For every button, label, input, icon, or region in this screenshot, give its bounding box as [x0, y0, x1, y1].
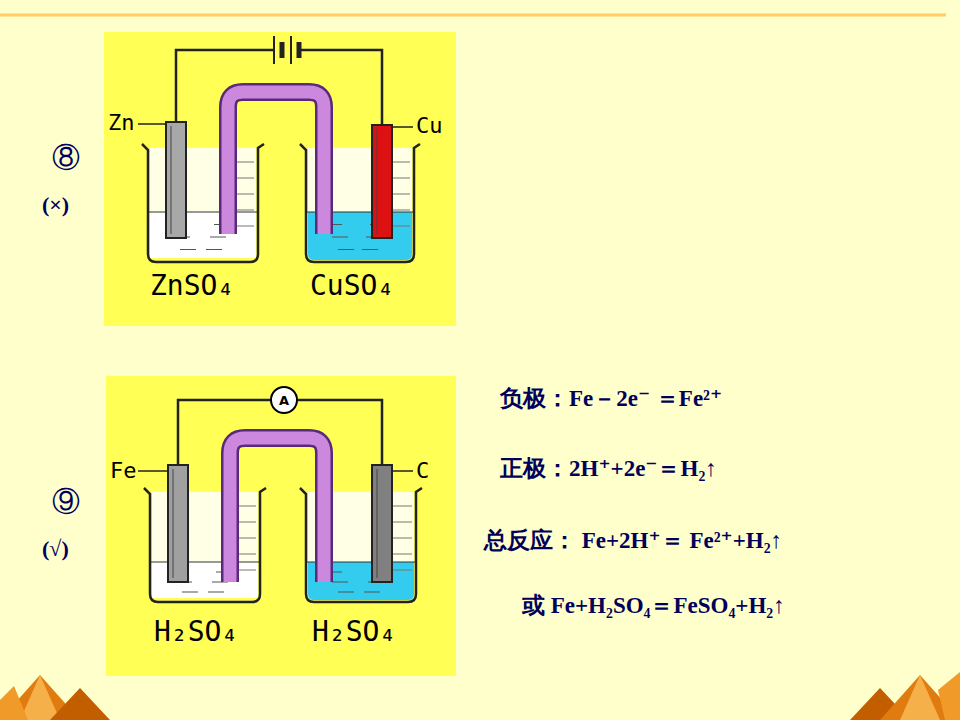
cell-panel: A Fe C H₂SO₄ H₂SO₄: [106, 376, 456, 676]
electrode-equation: 正极：2H⁺+2e⁻＝H₂↑: [500, 456, 717, 481]
electrode-shade: [173, 469, 174, 578]
solution-label: H₂SO₄: [154, 618, 238, 646]
liquid-line: [180, 249, 196, 250]
liquid-line: [332, 582, 348, 583]
ammeter-symbol: A: [270, 386, 298, 414]
triangle: [900, 675, 940, 720]
liquid-line: [338, 249, 354, 250]
electrode-label: Zn: [108, 112, 135, 134]
leader-line: [392, 470, 413, 472]
electrode: [372, 465, 392, 582]
triangle: [50, 688, 110, 720]
top-rule: [0, 14, 946, 17]
liquid-line: [208, 592, 224, 593]
liquid-line: [206, 249, 222, 250]
verdict-mark: (×): [42, 193, 69, 217]
callout-number: ⑧: [52, 143, 80, 174]
liquid-line: [210, 237, 226, 238]
electrode-shade: [171, 126, 172, 234]
cell-panel: Zn CuZnSO₄ CuSO₄: [104, 32, 456, 326]
verdict-mark: (√): [42, 537, 69, 561]
total-equation: 总反应： Fe+2H⁺＝ Fe²⁺+H₂↑: [484, 528, 782, 553]
beaker-outline: [144, 488, 266, 602]
electrode-label: C: [416, 460, 429, 482]
battery-plate: [290, 36, 292, 64]
electrode: [166, 122, 186, 238]
liquid-surface: [150, 562, 260, 563]
solution-label: CuSO₄: [310, 272, 394, 300]
triangle: [938, 672, 960, 720]
battery-plate: [280, 42, 285, 58]
solution-label: ZnSO₄: [150, 272, 234, 300]
total-equation: 或 Fe+H₂SO₄＝FeSO₄+H₂↑: [522, 593, 785, 618]
liquid-line: [364, 592, 380, 593]
liquid-surface: [148, 212, 258, 213]
battery-plate: [297, 42, 302, 58]
electrode-label: Cu: [416, 115, 443, 137]
callout-number: ⑨: [52, 487, 80, 518]
solution-label: H₂SO₄: [312, 618, 396, 646]
liquid-line: [362, 249, 378, 250]
liquid-line: [182, 592, 198, 593]
triangle: [20, 675, 60, 720]
salt-bridge: [228, 92, 324, 234]
leader-line: [392, 126, 413, 128]
leader-line: [138, 123, 166, 125]
triangle: [0, 686, 28, 720]
electrode-shade: [377, 469, 378, 578]
electrode-label: Fe: [110, 460, 137, 482]
liquid-line: [332, 237, 348, 238]
electrode-equation: 负极：Fe－2e⁻ ＝Fe²⁺: [500, 386, 722, 411]
electrode: [372, 125, 392, 238]
liquid-line: [338, 592, 354, 593]
salt-bridge: [230, 438, 324, 582]
electrode: [168, 465, 188, 582]
ammeter-letter: A: [279, 394, 289, 407]
leader-line: [138, 470, 168, 472]
beaker-outline: [142, 144, 264, 262]
battery-plate: [273, 36, 275, 64]
electrode-shade: [377, 129, 378, 234]
salt-bridge-outline: [230, 438, 324, 582]
corner-ornament: [0, 672, 960, 720]
salt-bridge-outline: [228, 92, 324, 234]
